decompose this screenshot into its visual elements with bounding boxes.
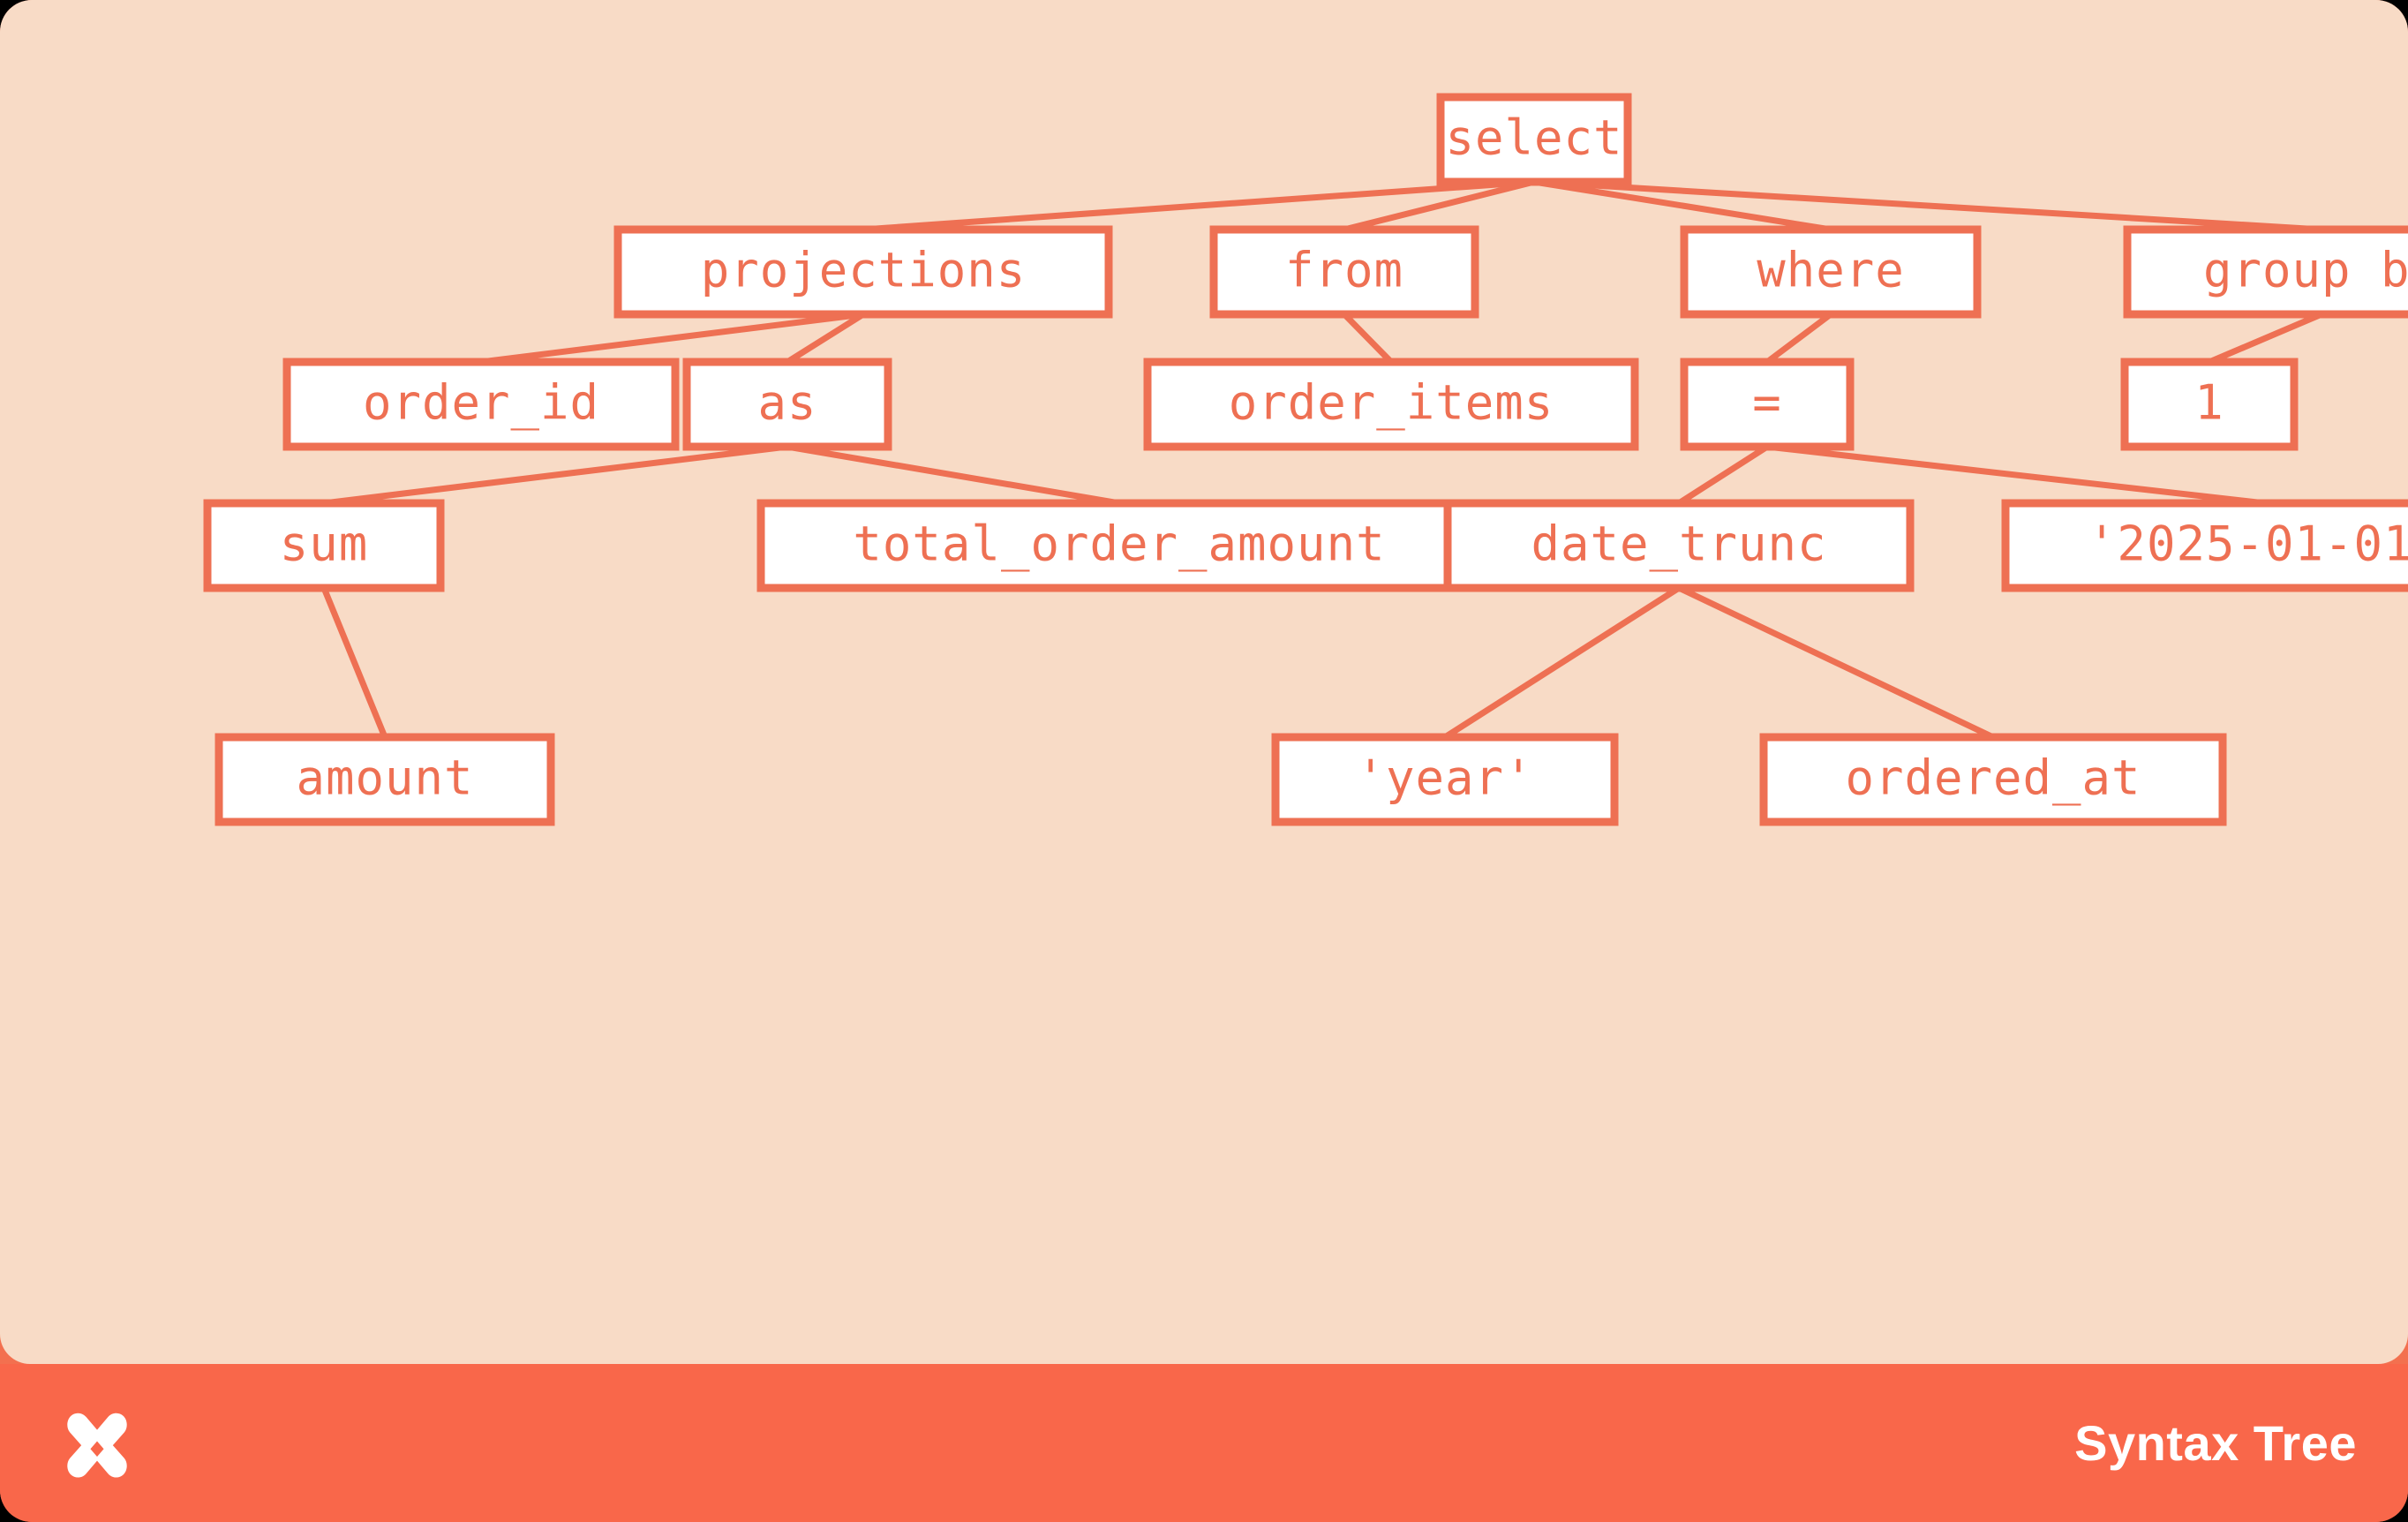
tree-node-box [282, 358, 680, 451]
syntax-tree-svg: select projections from where group by order_… [203, 93, 2408, 826]
tree-node-year_literal[interactable]: 'year' [1271, 733, 1619, 826]
tree-node-label: date_trunc [1531, 516, 1826, 572]
tree-node-amount[interactable]: amount [214, 733, 555, 826]
tree-edge [786, 312, 865, 365]
tree-edge [1443, 585, 1681, 740]
tree-node-box [1209, 225, 1479, 319]
tree-node-label: order_items [1229, 375, 1554, 431]
tree-node-box [1680, 225, 1982, 319]
tree-node-label: from [1285, 243, 1403, 298]
tree-node-label: as [757, 375, 816, 431]
diagram-canvas: select projections from where group by order_… [0, 0, 2408, 1364]
tree-node-label: amount [296, 750, 473, 806]
tree-node-label: ordered_at [1845, 750, 2141, 806]
tree-edge [1533, 178, 2322, 233]
tree-node-box [2123, 225, 2408, 319]
tree-node-box [1680, 358, 1855, 451]
tree-node-order_id[interactable]: order_id [282, 358, 680, 451]
tree-node-box [2120, 358, 2299, 451]
tree-node-layer: select projections from where group by order_… [203, 93, 2408, 826]
tree-node-select[interactable]: select [1436, 93, 1632, 186]
tree-edge [862, 178, 1535, 233]
tree-node-one[interactable]: 1 [2120, 358, 2299, 451]
tree-node-box [2001, 499, 2408, 592]
tree-node-projections[interactable]: projections [613, 225, 1113, 319]
tree-node-box [203, 499, 445, 592]
tree-node-label: projections [701, 243, 1027, 298]
tree-node-label: where [1757, 243, 1905, 298]
tree-node-box [613, 225, 1113, 319]
footer-bar: Syntax Tree [0, 1364, 2408, 1522]
tree-edge [1677, 584, 1995, 741]
tree-edge [1343, 178, 1535, 233]
tree-edge [480, 311, 864, 365]
tree-node-ordered_at[interactable]: ordered_at [1759, 733, 2227, 826]
tree-node-label: = [1752, 375, 1782, 431]
tree-edge [2208, 311, 2323, 365]
tree-node-box [1443, 499, 1915, 592]
tree-node-label: group by [2203, 243, 2408, 298]
tree-node-label: total_order_amount [853, 516, 1385, 572]
tree-node-label: sum [280, 516, 369, 572]
tree-edge [1342, 312, 1394, 365]
tree-node-order_items[interactable]: order_items [1143, 358, 1639, 451]
tree-node-label: 1 [2194, 375, 2224, 431]
tree-node-box [756, 499, 1482, 592]
tree-edge [1533, 178, 1832, 233]
tree-edge [320, 586, 388, 739]
tree-node-group_by[interactable]: group by [2123, 225, 2408, 319]
footer-title: Syntax Tree [2074, 1415, 2357, 1471]
spark-x-logo-icon [67, 1413, 127, 1478]
tree-edge [323, 443, 788, 507]
tree-edge [1765, 312, 1833, 365]
tree-edge [1677, 444, 1769, 506]
tree-node-sum[interactable]: sum [203, 499, 445, 592]
tree-node-total_order_amount[interactable]: total_order_amount [756, 499, 1482, 592]
tree-edge [1766, 443, 2266, 507]
tree-node-as[interactable]: as [682, 358, 892, 451]
tree-node-from[interactable]: from [1209, 225, 1479, 319]
tree-node-date_literal[interactable]: '2025-01-01' [2001, 499, 2408, 592]
tree-node-where[interactable]: where [1680, 225, 1982, 319]
tree-node-eq[interactable]: = [1680, 358, 1855, 451]
tree-node-label: order_id [363, 375, 599, 431]
tree-node-label: 'year' [1356, 750, 1533, 806]
tree-node-box [1436, 93, 1632, 186]
tree-node-label: select [1445, 110, 1622, 166]
tree-edge-layer [320, 178, 2323, 741]
tree-node-box [1271, 733, 1619, 826]
tree-node-box [1143, 358, 1639, 451]
tree-node-date_trunc[interactable]: date_trunc [1443, 499, 1915, 592]
tree-edge [786, 443, 1120, 507]
tree-node-label: '2025-01-01' [2088, 516, 2408, 572]
tree-node-box [1759, 733, 2227, 826]
tree-node-box [214, 733, 555, 826]
tree-node-box [682, 358, 892, 451]
